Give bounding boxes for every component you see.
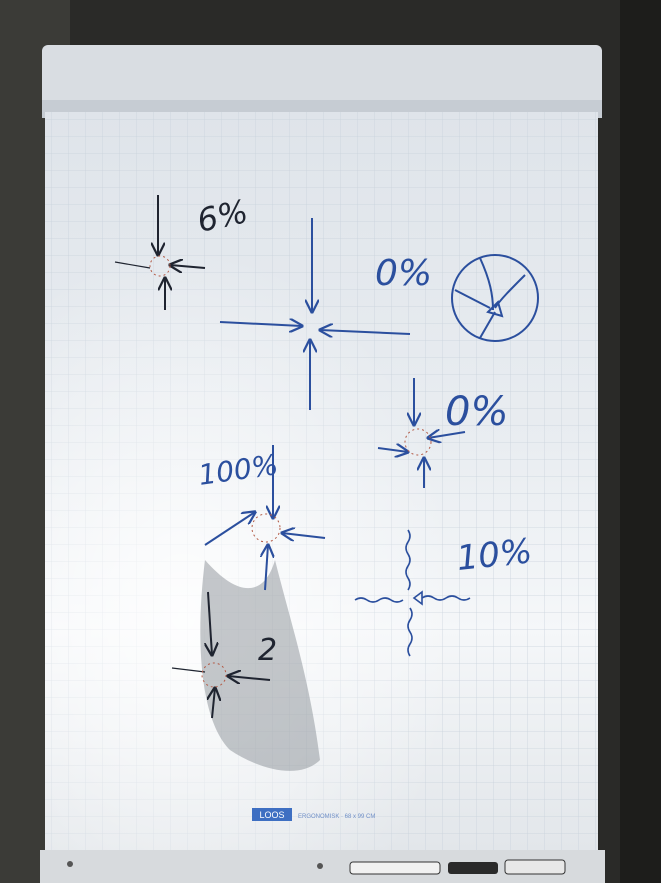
flipchart-paper [45, 112, 598, 852]
brand-tagline: ERGONOMISK · 68 x 99 CM [298, 814, 375, 820]
paper-footer-brand: LOOS ERGONOMISK · 68 x 99 CM [252, 808, 375, 821]
convergence-diagram-top-left [114, 195, 206, 310]
convergence-diagram-left-middle [204, 445, 326, 591]
marker-tray [40, 850, 605, 883]
label-mid-right: 0% [445, 389, 508, 435]
circle-spokes-diagram [451, 254, 539, 342]
convergence-diagram-bottom-left [171, 591, 271, 719]
brand-logo: LOOS [259, 810, 284, 820]
wavy-cross-diagram [354, 529, 471, 657]
flipchart-top-binding [42, 45, 602, 118]
label-right-low: 10% [455, 531, 534, 579]
label-bottom-left: 2 [258, 633, 277, 668]
convergence-diagram-right-middle [377, 378, 466, 488]
label-top-right: 0% [375, 253, 432, 294]
convergence-diagram-center [219, 218, 411, 410]
